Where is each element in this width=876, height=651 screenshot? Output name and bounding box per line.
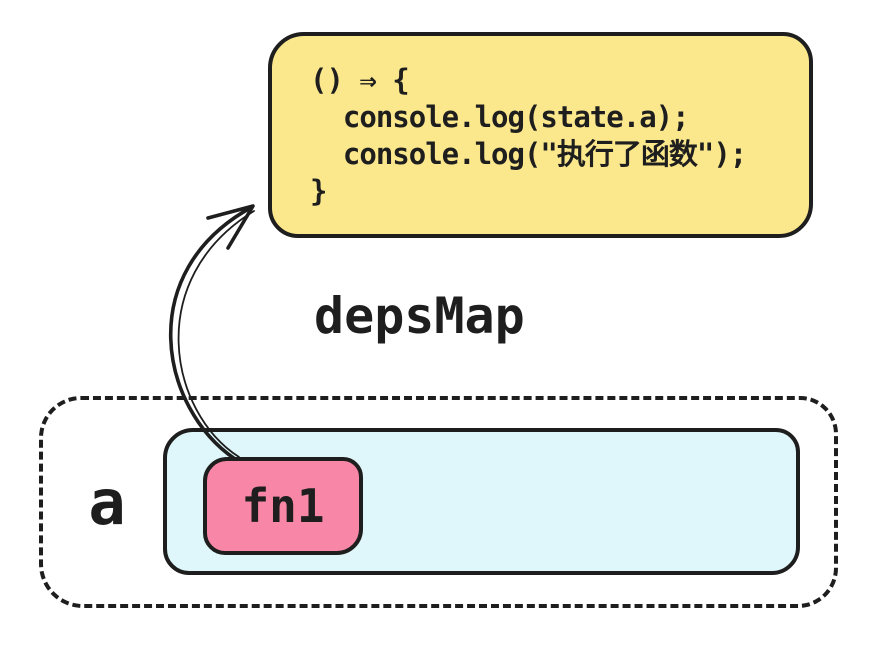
callback-code-box: () ⇒ { console.log(state.a); console.log…	[268, 32, 813, 238]
code-line-4: }	[310, 174, 327, 208]
fn1-chip-label: fn1	[241, 479, 325, 533]
code-line-3: console.log("执行了函数");	[310, 137, 747, 171]
fn1-chip: fn1	[203, 457, 363, 555]
map-key-label: a	[88, 466, 126, 539]
deps-map-group-box	[39, 396, 838, 608]
deps-map-label: depsMap	[314, 287, 525, 345]
code-line-2: console.log(state.a);	[310, 100, 690, 134]
code-line-1: () ⇒ {	[310, 63, 410, 97]
